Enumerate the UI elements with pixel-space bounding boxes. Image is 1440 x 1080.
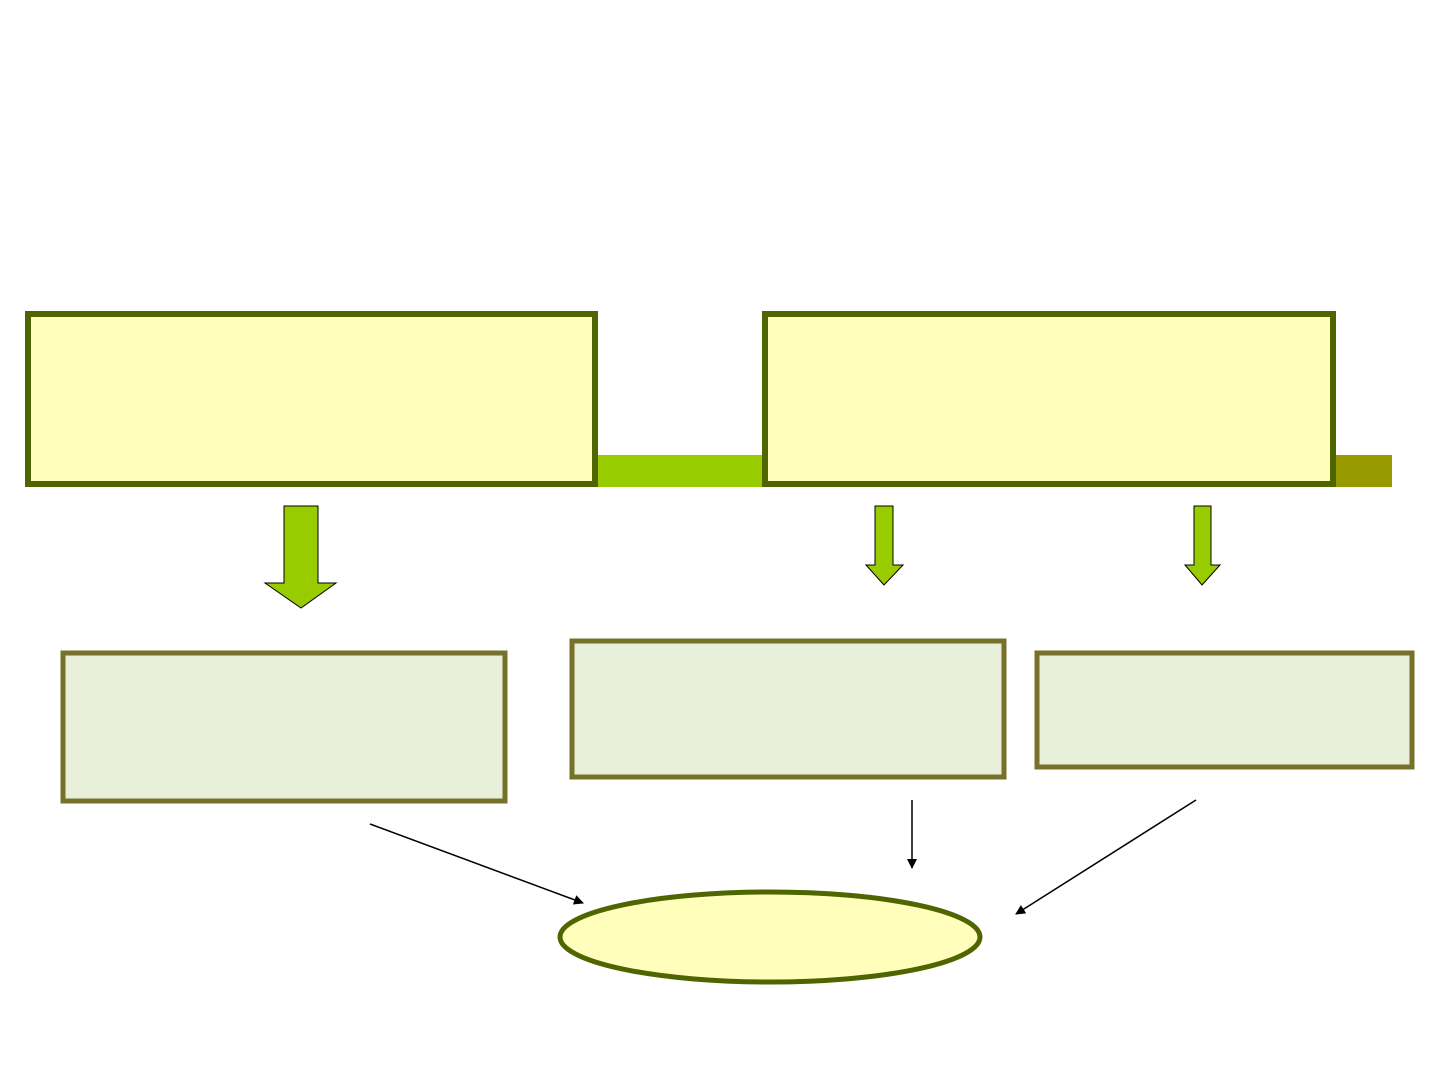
bottom-right-box <box>1034 650 1415 770</box>
connector-arrow-icon <box>1015 799 1197 915</box>
down-block-arrow-icon <box>1183 505 1222 586</box>
result-ellipse <box>557 889 983 985</box>
bottom-middle-box <box>569 638 1007 780</box>
down-block-arrow-icon <box>864 505 905 586</box>
top-right-box <box>762 311 1336 487</box>
connector-arrow-icon <box>369 823 584 905</box>
accent-bar-green <box>596 455 764 487</box>
bottom-left-box <box>60 650 508 804</box>
top-left-box <box>25 311 598 487</box>
down-block-arrow-icon <box>263 505 338 609</box>
accent-bar-olive <box>1334 455 1392 487</box>
